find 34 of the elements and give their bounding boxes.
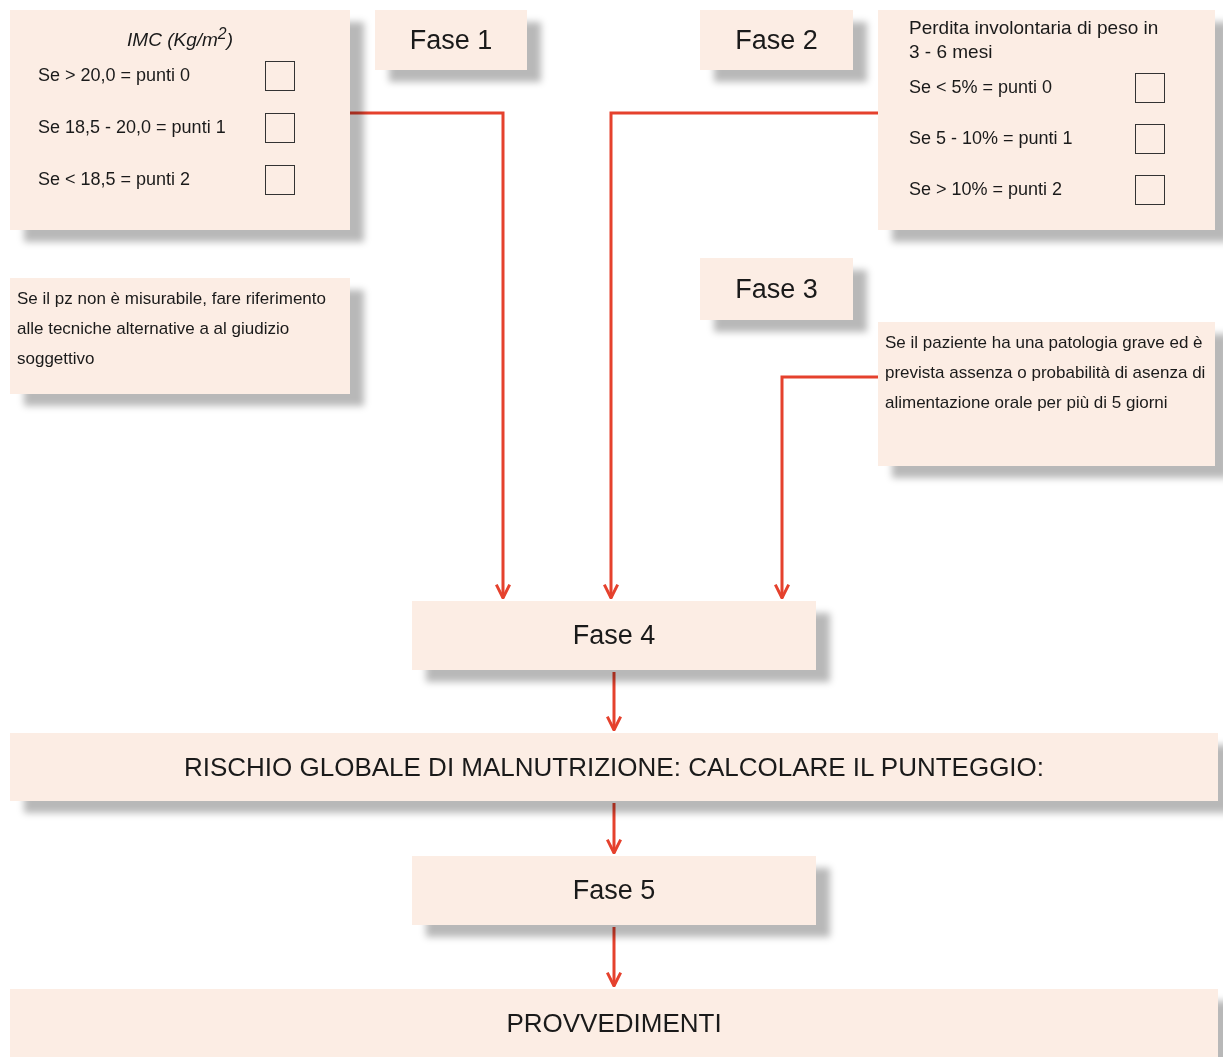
phase-label: Fase 3 — [735, 273, 818, 305]
form-heading: IMC (Kg/m$^{2}$) — [126, 24, 234, 53]
form-box — [878, 10, 1215, 230]
arrow — [605, 672, 623, 732]
result-heading: RISCHIO GLOBALE DI MALNUTRIZIONE: CALCOLARE IL PUNTEGGIO: — [183, 751, 1045, 783]
result-box — [10, 733, 1218, 801]
result-box — [10, 989, 1218, 1057]
score-option: Se < 18,5 = punti 2 — [38, 168, 191, 191]
arrow — [605, 927, 623, 988]
phase-label: Fase 5 — [572, 875, 656, 906]
phase-box — [375, 10, 527, 70]
note-text: Se il paziente ha una patologia grave ed è prevista assenza o probabilità di asenza di alimentazione orale per più di 5 giorni — [885, 332, 1207, 414]
arrow — [605, 803, 623, 855]
phase-label: Fase 4 — [572, 620, 656, 651]
phase-box — [700, 258, 853, 320]
note-text: Se il pz non è misurabile, fare riferimento alle tecniche alternative a al giudizio soggettivo — [17, 288, 327, 370]
score-option: Se > 20,0 = punti 0 — [38, 64, 191, 87]
note-box — [10, 278, 350, 394]
arrow — [602, 111, 878, 600]
score-option: Se 5 - 10% = punti 1 — [909, 127, 1073, 150]
note-box — [878, 322, 1215, 466]
phase-box — [700, 10, 853, 70]
phase-label: Fase 2 — [735, 24, 818, 56]
score-option: Se < 5% = punti 0 — [909, 76, 1053, 99]
score-option: Se 18,5 - 20,0 = punti 1 — [38, 116, 226, 139]
score-option: Se > 10% = punti 2 — [909, 178, 1063, 201]
phase-box — [412, 601, 816, 670]
form-box — [10, 10, 350, 230]
result-heading: PROVVEDIMENTI — [506, 1007, 722, 1039]
phase-box — [412, 856, 816, 925]
arrow — [350, 111, 512, 600]
form-heading: Perdita involontaria di peso in 3 - 6 mesi — [909, 16, 1160, 64]
phase-label: Fase 1 — [409, 24, 493, 56]
arrow — [773, 375, 878, 600]
